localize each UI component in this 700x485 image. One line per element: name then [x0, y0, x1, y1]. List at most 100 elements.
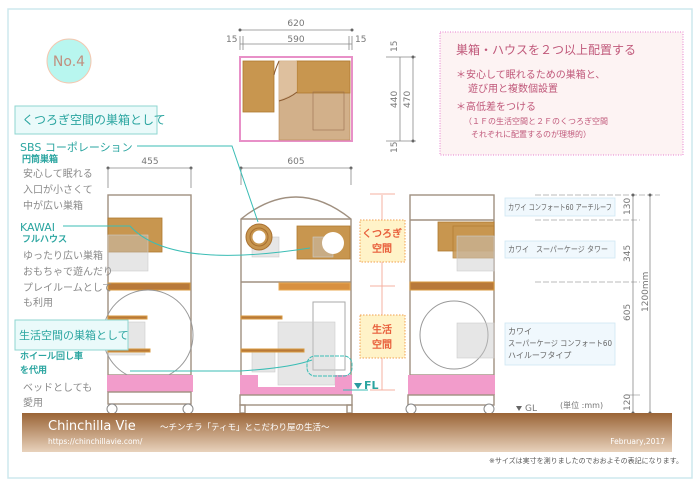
- drawing-shape: [346, 404, 353, 414]
- drawing-shape: [312, 301, 346, 371]
- label-text: FL: [364, 379, 379, 392]
- drawing-shape: [240, 348, 305, 353]
- site-tagline: 〜チンチラ「ティモ」とこだわり屋の生活〜: [160, 422, 330, 433]
- right-cage: [405, 194, 495, 415]
- site-name: Chinchilla Vie: [48, 419, 136, 434]
- drawing-shape: [504, 322, 616, 366]
- label-text: ハイルーフタイプ: [508, 351, 571, 360]
- drawing-shape: [46, 38, 92, 84]
- label-text: 590: [287, 35, 304, 45]
- label-text: 15: [226, 35, 237, 45]
- drawing-shape: [411, 139, 415, 143]
- drawing-shape: [182, 403, 194, 415]
- drawing-shape: [359, 219, 406, 263]
- label-text: カワイ: [508, 327, 532, 336]
- note: ゆったり広い巣箱: [23, 249, 103, 262]
- drawing-shape: [306, 355, 353, 377]
- label-text: 605: [287, 157, 304, 167]
- drawing-shape: [137, 145, 259, 223]
- label-text: カワイ スーパーケージ タワー: [508, 245, 608, 254]
- drawing-shape: [107, 234, 149, 272]
- size-note: ※サイズは実寸を測りましたのでおおよその表記になります。: [489, 456, 683, 465]
- leader-lines: [63, 145, 313, 372]
- label-text: 15: [355, 35, 366, 45]
- number-badge: No.4: [46, 38, 92, 84]
- drawing-shape: [278, 91, 298, 102]
- drawing-shape: [407, 394, 495, 406]
- sbs-product: 円筒巣箱: [22, 153, 58, 165]
- drawing-shape: [240, 375, 352, 395]
- drawing-shape: [63, 225, 311, 256]
- label-text: 470: [403, 91, 413, 108]
- label-text: No.4: [53, 54, 85, 70]
- label-text: 440: [390, 91, 400, 108]
- footer-date: February,2017: [610, 437, 665, 446]
- drawing-shape: [238, 28, 242, 32]
- label-text: (単位 :mm): [560, 400, 603, 410]
- sbs-brand: SBS コーポレーション: [20, 141, 133, 154]
- zone-markers: くつろぎ 空間 生活 空間: [359, 193, 406, 391]
- drawing-shape: [107, 375, 193, 392]
- drawing-shape: [359, 314, 406, 359]
- label-text: 130: [623, 198, 633, 215]
- label-text: ＊高低差をつける: [456, 100, 536, 113]
- middle-cage: 605 FL: [239, 157, 379, 414]
- drawing-shape: [405, 403, 417, 415]
- label-text: カワイ コンフォート60 アーチルーフ: [508, 203, 612, 212]
- kawai-brand: KAWAI: [20, 221, 55, 234]
- drawing-shape: [278, 282, 351, 291]
- drawing-shape: [408, 375, 495, 395]
- drawing-shape: [279, 61, 297, 100]
- drawing-shape: [130, 359, 313, 372]
- drawing-shape: [419, 300, 489, 370]
- drawing-shape: [240, 196, 352, 376]
- drawing-shape: [516, 406, 522, 411]
- label-text: 15: [390, 41, 400, 52]
- drawing-shape: [277, 321, 336, 386]
- label-text: 15: [390, 142, 400, 153]
- drawing-shape: [240, 315, 283, 320]
- label-text: 455: [141, 157, 158, 167]
- drawing-shape: [648, 193, 652, 197]
- kawai-product: フルハウス: [22, 234, 67, 245]
- drawing-shape: [439, 31, 684, 156]
- label-text: スーパーケージ コンフォート60: [508, 339, 612, 348]
- note: 中が広い巣箱: [23, 199, 83, 212]
- note: も利用: [23, 297, 53, 309]
- label-text: 1200mm: [641, 272, 651, 312]
- drawing-shape: [242, 60, 275, 113]
- site-url[interactable]: https://chinchillavie.com/: [48, 437, 143, 446]
- info-box: 巣箱・ハウスを２つ以上配置する ＊安心して眠れるための巣箱と、 遊び用と複数個設…: [439, 31, 684, 156]
- note: ベッドとしても: [23, 382, 92, 394]
- drawing-shape: [106, 403, 118, 415]
- footer-banner: Chinchilla Vie 〜チンチラ「ティモ」とこだわり屋の生活〜 http…: [22, 413, 672, 452]
- wheel-product: を代用: [20, 364, 47, 376]
- drawing-shape: [107, 391, 192, 405]
- label-text: 空間: [372, 242, 392, 255]
- left-cage: 455: [102, 157, 194, 415]
- drawing-shape: [409, 281, 495, 291]
- label-text: GL: [525, 404, 537, 414]
- drawing-shape: [239, 394, 353, 406]
- drawing-shape: [350, 28, 354, 32]
- section-label-living-text: 生活空間の巣箱として: [19, 328, 129, 342]
- drawing-shape: [249, 227, 269, 247]
- note: プレイルームとして: [23, 282, 112, 294]
- drawing-shape: [273, 60, 280, 76]
- label-text: 生活: [372, 323, 392, 336]
- label-text: （１Ｆの生活空間と２Ｆのくつろぎ空間: [464, 116, 608, 126]
- drawing-shape: [354, 383, 362, 389]
- product-labels: カワイ コンフォート60 アーチルーフ カワイ スーパーケージ タワー カワイ …: [504, 197, 616, 366]
- page-border: [7, 8, 693, 479]
- drawing-shape: [14, 105, 158, 135]
- label-text: 620: [287, 19, 304, 29]
- drawing-shape: [239, 404, 246, 414]
- drawing-shape: [107, 282, 191, 291]
- drawing-shape: [312, 91, 345, 131]
- drawing-shape: [504, 240, 616, 259]
- drawing-shape: [456, 235, 495, 272]
- section-label-living: 生活空間の巣箱として: [14, 319, 129, 351]
- label-text: 605: [623, 304, 633, 321]
- wheel-product: ホイール回し車: [20, 350, 83, 362]
